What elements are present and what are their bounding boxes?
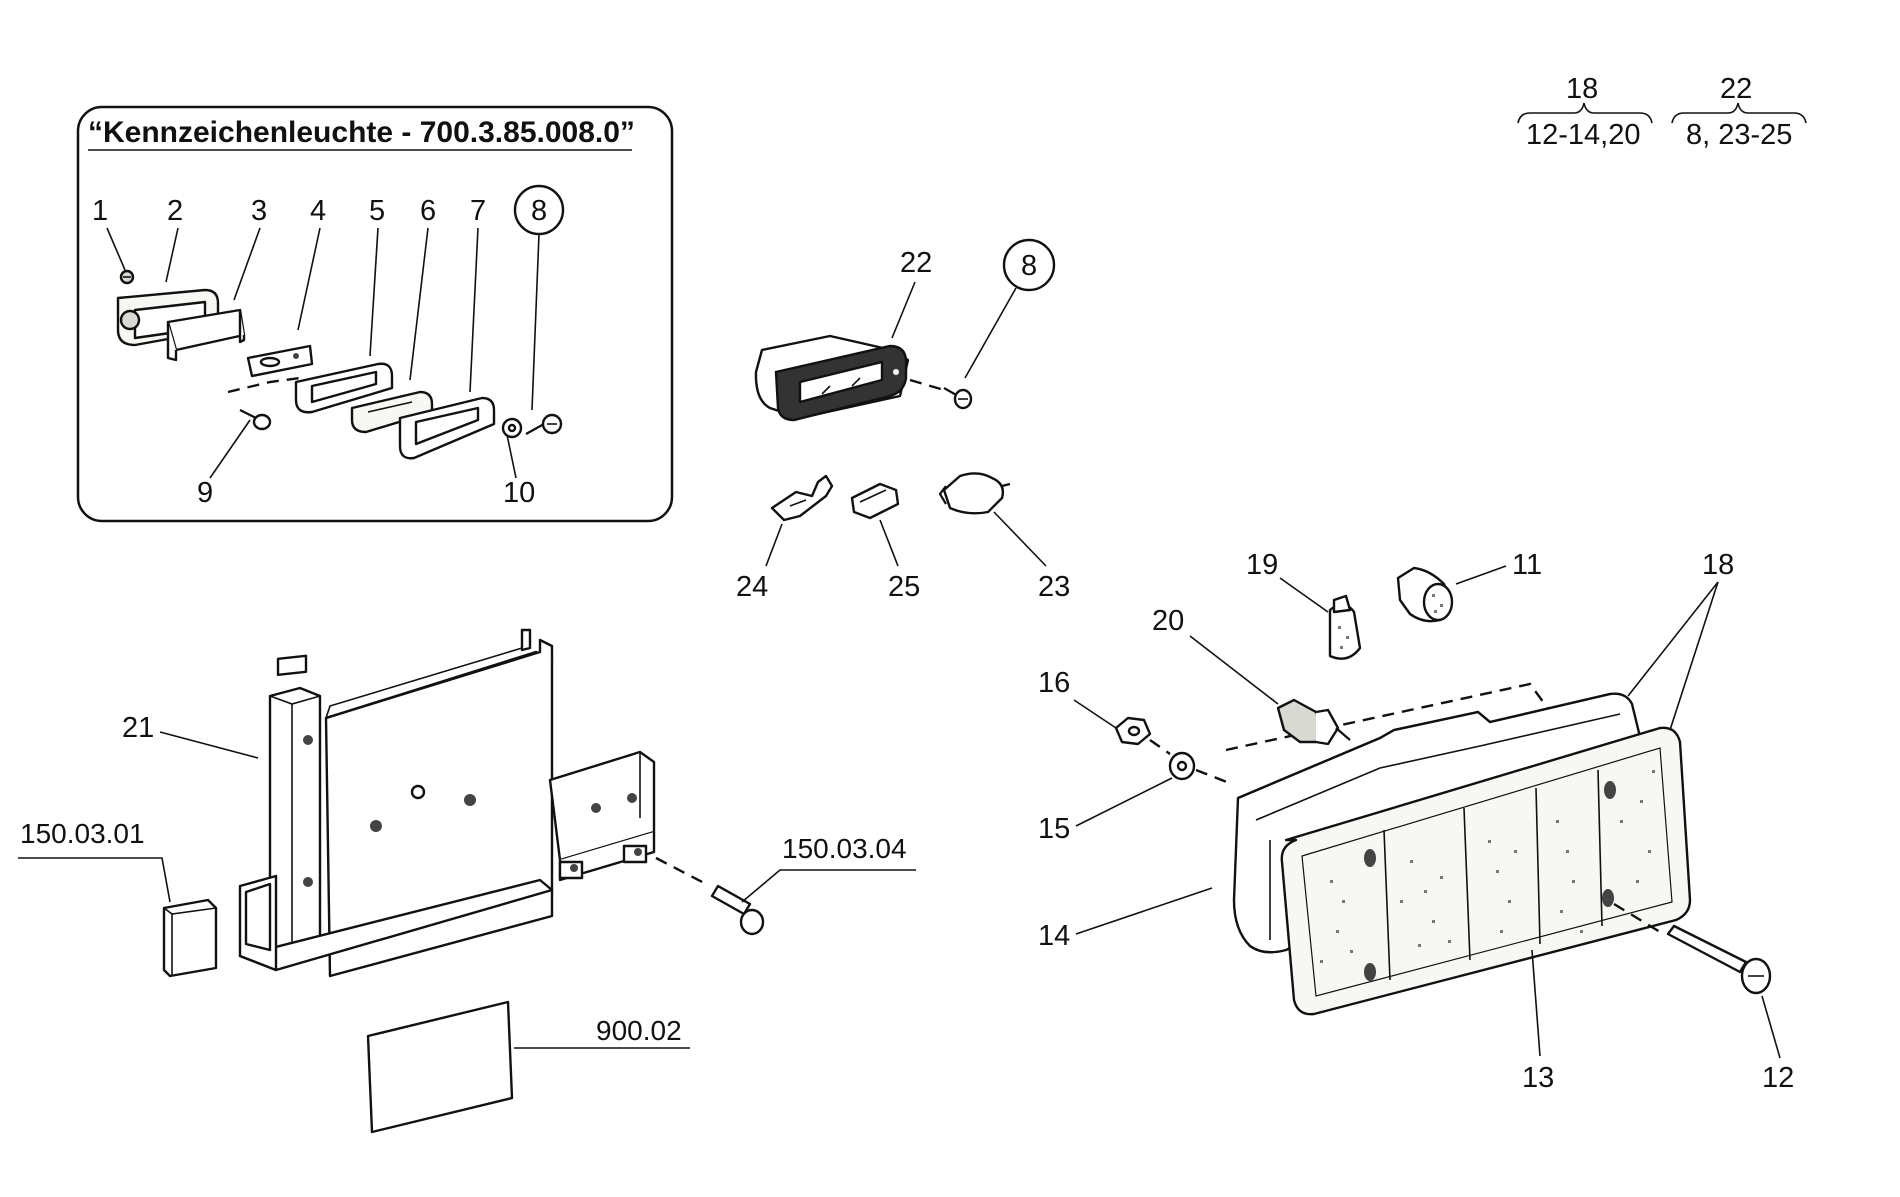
leader-4	[297, 227, 321, 331]
callout-12: 12	[1762, 1062, 1794, 1094]
leader-6	[409, 227, 429, 381]
leader-150-03-04	[741, 869, 916, 903]
group-18-bottom: 12-14,20	[1526, 119, 1641, 151]
lamp-lens	[1280, 726, 1692, 1016]
group-22-top: 22	[1720, 73, 1752, 105]
callout-8: 8	[531, 195, 547, 227]
callout-1: 1	[92, 195, 108, 227]
tail-lamp-assembly	[1225, 682, 1692, 1016]
leader-21	[159, 731, 259, 759]
callout-20: 20	[1152, 605, 1184, 637]
callout-15: 15	[1038, 813, 1070, 845]
leader-10	[505, 429, 517, 479]
callout-13: 13	[1522, 1062, 1554, 1094]
callout-24: 24	[736, 571, 768, 603]
sticker-part	[366, 1000, 514, 1134]
inset-gasket-part	[294, 362, 394, 414]
inset-assembly-dashes	[227, 376, 301, 394]
callout-5: 5	[369, 195, 385, 227]
lamp-screw-8	[909, 378, 973, 410]
leader-20	[1189, 635, 1279, 705]
brace-22	[1671, 102, 1807, 124]
callout-22: 22	[900, 247, 932, 279]
leader-15	[1075, 777, 1173, 827]
inset-screw-part	[119, 269, 135, 285]
callout-16: 16	[1038, 667, 1070, 699]
license-plate-bracket-21	[238, 628, 656, 978]
callout-2: 2	[167, 195, 183, 227]
bulb-11	[1396, 566, 1454, 623]
leader-19	[1279, 577, 1329, 613]
leader-23	[993, 511, 1047, 567]
group-brace-22: 22 8, 23-25	[1671, 73, 1807, 151]
callout-3: 3	[251, 195, 267, 227]
leader-25	[879, 519, 899, 567]
leader-3	[233, 227, 261, 301]
inset-star-washer-part	[501, 417, 523, 439]
grommet-20	[1276, 698, 1340, 746]
inset-screw-8-part	[525, 413, 563, 435]
leader-150-03-01	[18, 857, 171, 903]
bulb-19	[1328, 594, 1362, 660]
inset-frame	[76, 105, 674, 523]
leader-9	[209, 419, 251, 479]
inset-plate-part	[246, 344, 314, 378]
leader-16	[1073, 699, 1117, 729]
callout-14: 14	[1038, 920, 1070, 952]
callout-21: 21	[122, 712, 154, 744]
inset-title: “Kennzeichenleuchte - 700.3.85.008.0”	[88, 116, 635, 149]
part-number-150-03-01: 150.03.01	[20, 818, 145, 849]
end-cap-part	[162, 898, 218, 978]
callout-7: 7	[470, 195, 486, 227]
leader-5	[369, 227, 379, 357]
callout-25: 25	[888, 571, 920, 603]
leader-1	[106, 227, 126, 271]
leader-11	[1455, 565, 1507, 585]
brace-18	[1517, 102, 1653, 124]
callout-10: 10	[503, 477, 535, 509]
terminal-housing-25	[850, 482, 900, 520]
lens-screw-12	[1613, 902, 1772, 995]
cable-terminal-24	[770, 474, 834, 522]
leader-22	[891, 281, 916, 339]
leader-8	[531, 233, 540, 411]
leader-24	[765, 523, 783, 567]
inset-license-plate-light: “Kennzeichenleuchte - 700.3.85.008.0” 1 …	[76, 105, 674, 523]
callout-23: 23	[1038, 571, 1070, 603]
leader-18b	[1669, 581, 1719, 731]
inset-cover-frame-part	[398, 396, 496, 460]
callout-8-mid-circle	[1002, 238, 1056, 292]
bolt-part	[655, 856, 765, 936]
leader-2	[165, 227, 179, 283]
leader-12	[1761, 995, 1781, 1059]
lens-texture	[1320, 770, 1655, 963]
callout-11: 11	[1512, 549, 1542, 581]
bulb-23	[938, 472, 1011, 515]
group-18-top: 18	[1566, 73, 1598, 105]
leader-18a	[1627, 581, 1719, 697]
inset-bracket-part	[166, 308, 246, 362]
group-brace-18: 18 12-14,20	[1517, 73, 1653, 151]
grommet-pin	[1335, 727, 1351, 741]
inset-rivet-part	[239, 409, 272, 431]
leader-14	[1075, 887, 1213, 935]
part-number-150-03-04: 150.03.04	[782, 833, 907, 864]
group-22-bottom: 8, 23-25	[1686, 119, 1792, 151]
callout-9: 9	[197, 477, 213, 509]
leader-8-mid	[964, 287, 1017, 379]
callout-6: 6	[420, 195, 436, 227]
callout-4: 4	[310, 195, 326, 227]
dash-15-housing	[1195, 768, 1233, 786]
washer-15	[1168, 751, 1196, 781]
dash-16-15	[1149, 739, 1171, 755]
number-plate-lamp-22	[754, 334, 910, 422]
leader-13	[1531, 949, 1541, 1057]
callout-18: 18	[1702, 549, 1734, 581]
callout-8-mid: 8	[1021, 250, 1037, 282]
part-number-900-02: 900.02	[596, 1015, 682, 1046]
leader-7	[469, 227, 479, 393]
callout-19: 19	[1246, 549, 1278, 581]
nut-16	[1114, 716, 1152, 746]
